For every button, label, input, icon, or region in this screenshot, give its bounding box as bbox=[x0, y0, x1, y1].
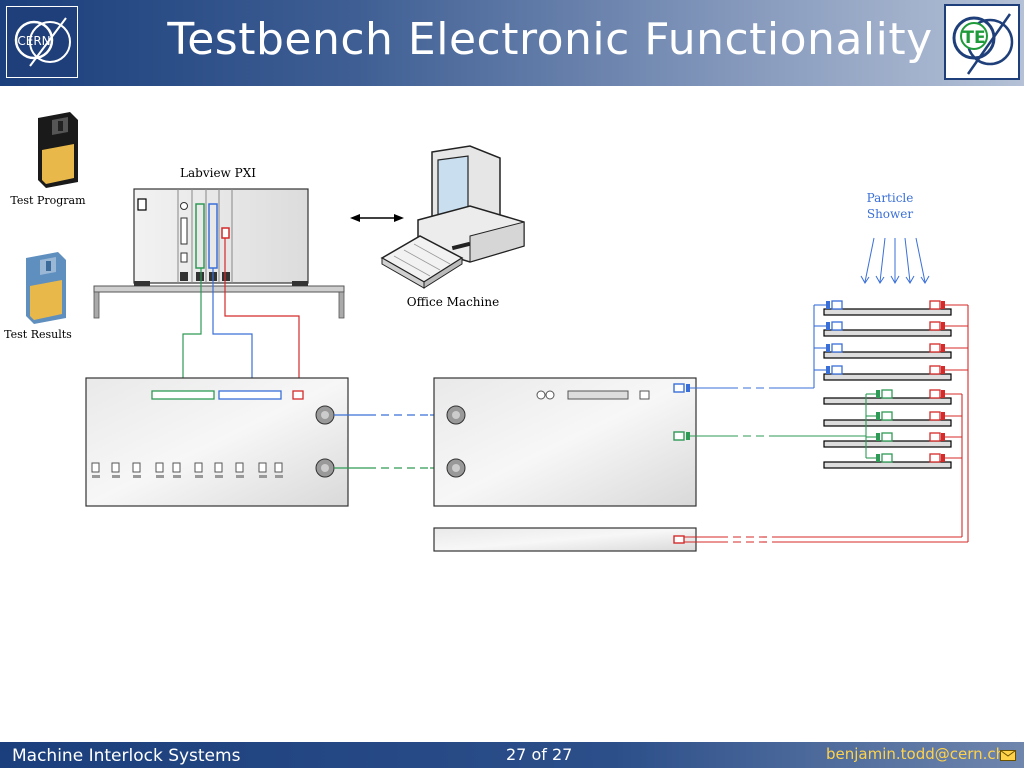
labview-pxi-chassis bbox=[93, 188, 345, 319]
footer-section-name: Machine Interlock Systems bbox=[12, 746, 241, 766]
particle-label: Particle bbox=[867, 191, 914, 205]
tester-controller-links bbox=[334, 414, 446, 469]
testbench-diagram: Test Program Test Results Labview PXI bbox=[4, 112, 969, 552]
interlock-controller bbox=[433, 377, 697, 507]
blue-detector-bus bbox=[690, 304, 826, 389]
link-double-arrow bbox=[350, 214, 404, 222]
te-logo: TE bbox=[944, 4, 1020, 80]
cern-logo: CERN bbox=[6, 6, 78, 78]
office-machine-label: Office Machine bbox=[407, 295, 499, 309]
particle-shower-arrows bbox=[860, 237, 930, 285]
footer-bar: Machine Interlock Systems 27 of 27 benja… bbox=[0, 742, 1024, 768]
mail-icon[interactable] bbox=[1000, 750, 1016, 761]
header-bar: CERN Testbench Electronic Functionality … bbox=[0, 0, 1024, 86]
author-email-link[interactable]: benjamin.todd@cern.ch bbox=[826, 745, 1006, 763]
detector-modules bbox=[823, 300, 952, 469]
page-title: Testbench Electronic Functionality bbox=[167, 14, 933, 65]
office-computer-icon bbox=[380, 145, 525, 289]
svg-text:CERN: CERN bbox=[17, 34, 50, 48]
tester-unit bbox=[85, 377, 349, 507]
floppy-results-icon bbox=[26, 252, 66, 324]
shower-label: Shower bbox=[867, 207, 914, 221]
red-detector-loop bbox=[684, 304, 969, 543]
page-number: 27 of 27 bbox=[506, 745, 573, 764]
pxi-to-tester-wires bbox=[178, 238, 304, 391]
svg-text:TE: TE bbox=[962, 28, 985, 48]
bottom-rack-unit bbox=[433, 527, 697, 552]
floppy-program-icon bbox=[38, 112, 78, 188]
test-program-label: Test Program bbox=[10, 194, 86, 207]
green-detector-bus bbox=[690, 393, 876, 459]
labview-pxi-label: Labview PXI bbox=[180, 166, 256, 180]
test-results-label: Test Results bbox=[4, 328, 72, 341]
